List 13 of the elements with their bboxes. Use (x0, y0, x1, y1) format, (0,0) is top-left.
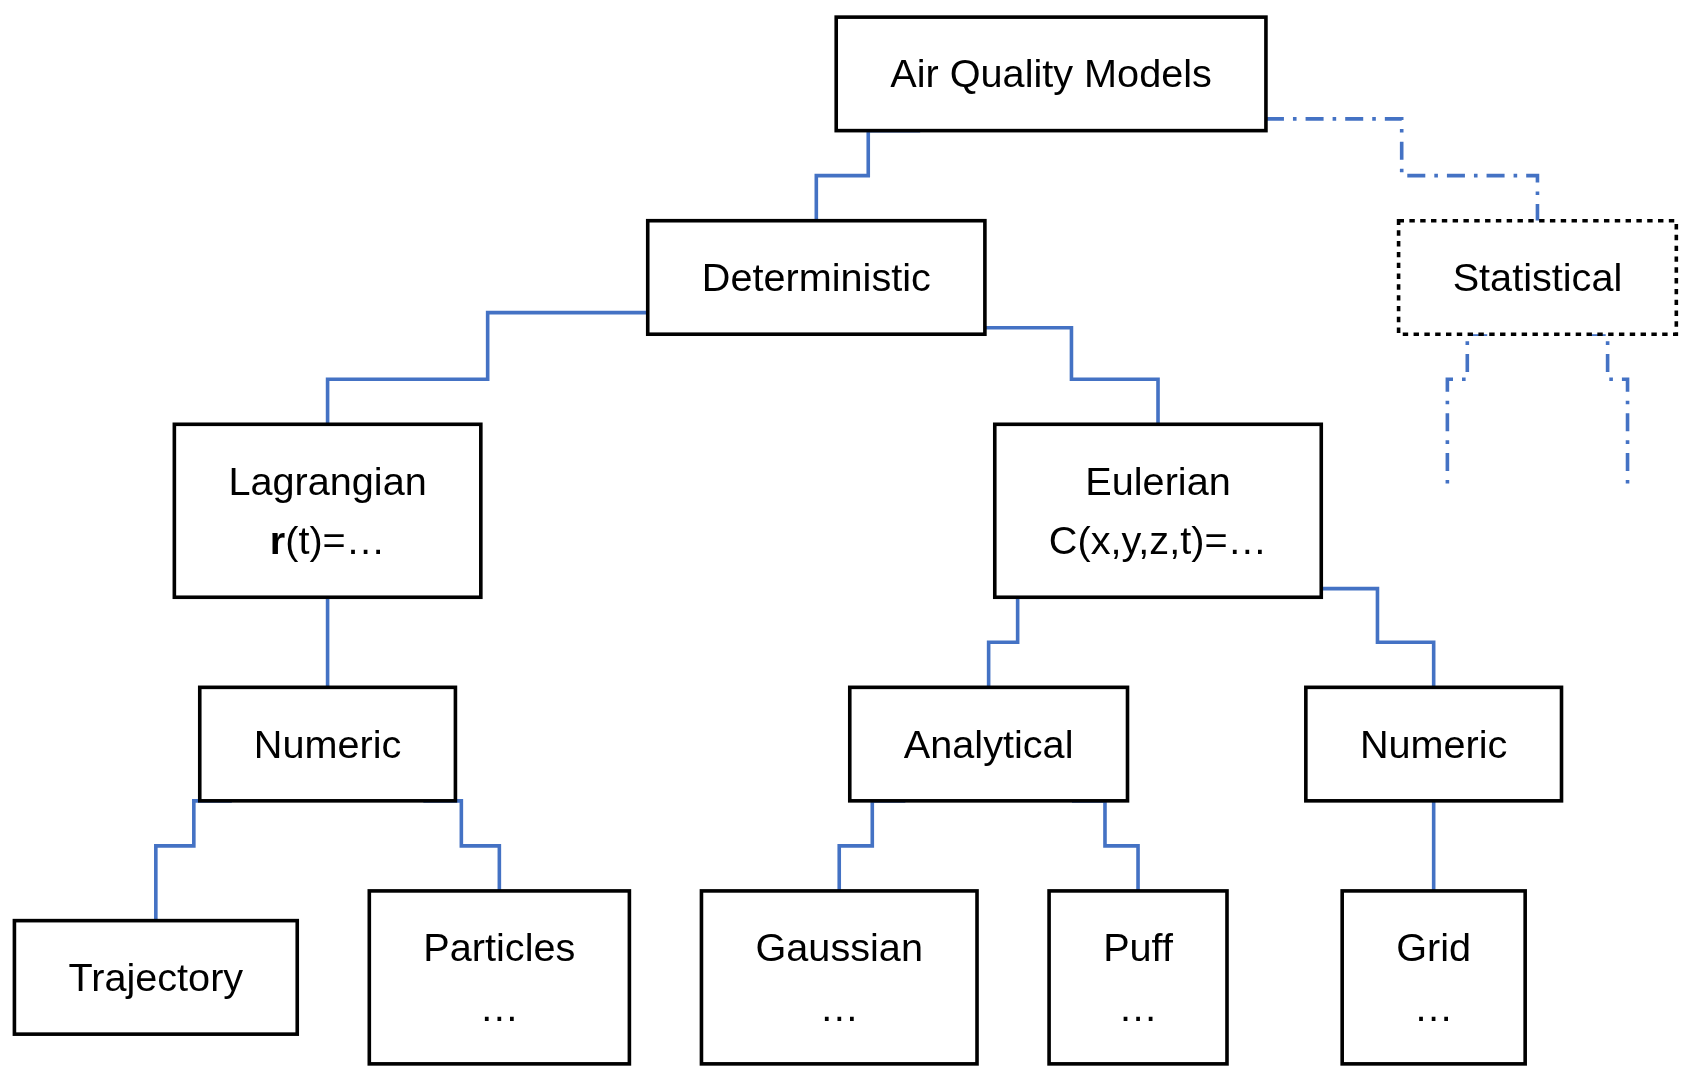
node-box: Gaussian … (699, 889, 979, 1066)
node-box: Eulerian C(x,y,z,t)=… (992, 422, 1324, 600)
node-box: Analytical (847, 685, 1130, 803)
node-box: Deterministic (645, 218, 987, 336)
node-box: Statistical (1396, 218, 1679, 336)
node-box: Particles … (367, 889, 632, 1066)
node-box: Lagrangian r(t)=… (172, 422, 483, 600)
node-box: Grid … (1340, 889, 1527, 1066)
node-box: Numeric (1304, 685, 1564, 803)
node-box: Puff … (1047, 889, 1229, 1066)
node-box: Air Quality Models (834, 15, 1268, 133)
node-box: Numeric (197, 685, 458, 803)
node-box: Trajectory (12, 918, 300, 1036)
